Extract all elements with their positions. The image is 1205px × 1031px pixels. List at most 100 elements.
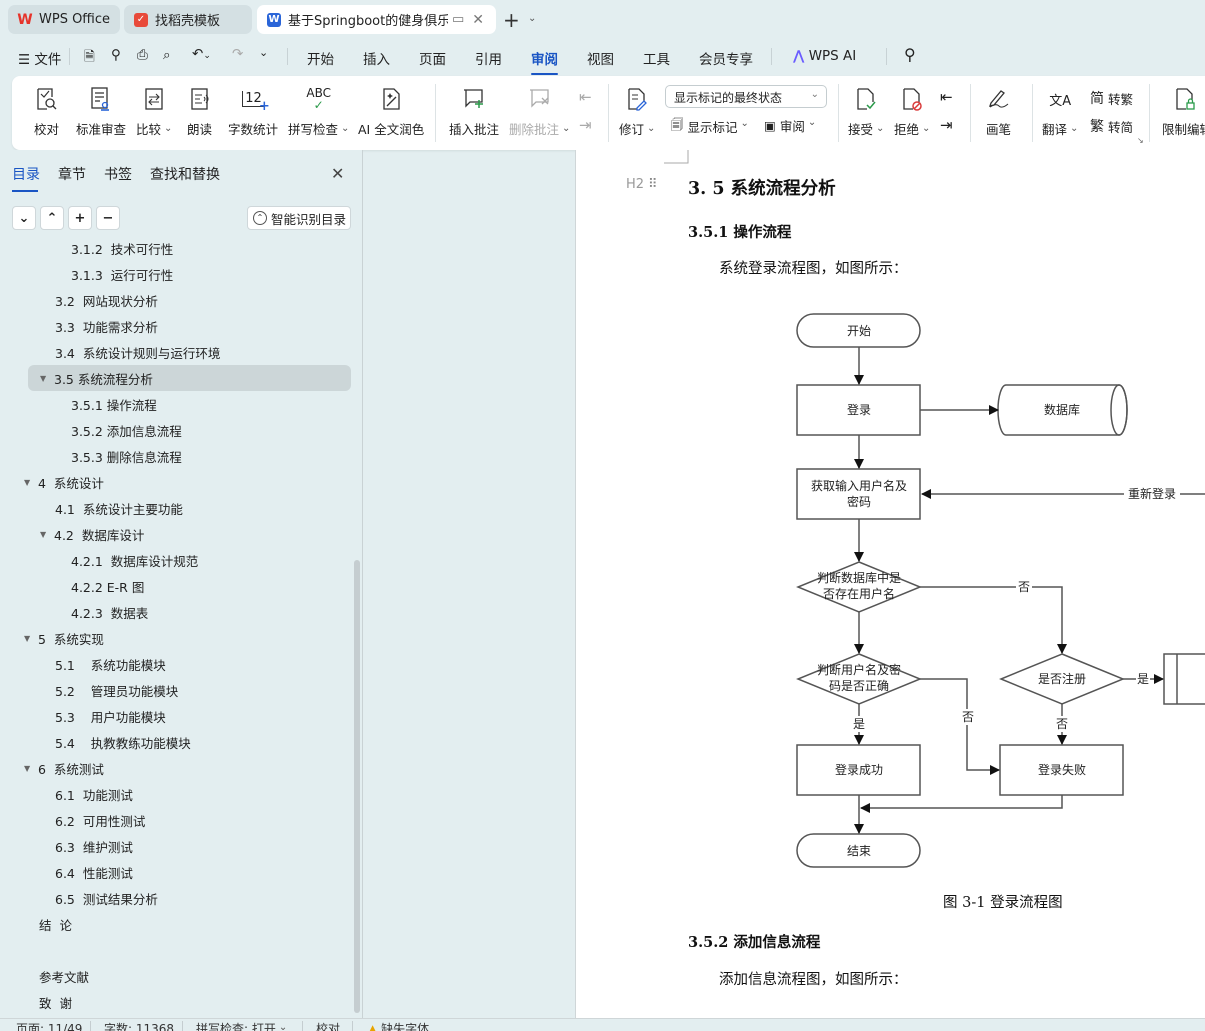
insert-comment-button[interactable]: 插入批注 (449, 84, 499, 138)
nav-tab-find-replace[interactable]: 查找和替换 (150, 167, 220, 183)
close-tab-icon[interactable]: ✕ (472, 11, 485, 28)
toc-scrollbar[interactable] (354, 560, 360, 1013)
toc-item[interactable]: 5.4 执教教练功能模块 (55, 729, 191, 755)
proofread-button[interactable]: 校对 (34, 84, 59, 138)
review-pane-button[interactable]: ▣审阅 (764, 116, 816, 135)
toc-item[interactable]: 结 论 (39, 911, 72, 937)
toc-item[interactable]: 3.5.2 添加信息流程 (71, 417, 182, 443)
compare-button[interactable]: 比较 (136, 84, 172, 138)
expand-down-button[interactable]: ⌄ (12, 206, 36, 230)
remove-level-button[interactable]: − (96, 206, 120, 230)
toc-item[interactable]: 6.5 测试结果分析 (55, 885, 158, 911)
expand-triangle-icon[interactable]: ▼ (40, 529, 47, 539)
menu-review[interactable]: 审阅 (531, 48, 558, 75)
toc-item[interactable]: 4.2.3 数据表 (71, 599, 148, 625)
format-painter-icon[interactable]: ⚲ (111, 47, 121, 63)
toc-item[interactable]: ▼3.5 系统流程分析 (28, 365, 351, 391)
new-tab-button[interactable]: + (503, 8, 520, 32)
dialog-launcher-icon[interactable]: ↘ (1137, 136, 1144, 145)
toc-item[interactable]: 6.1 功能测试 (55, 781, 133, 807)
toc-item[interactable]: 6.3 维护测试 (55, 833, 133, 859)
undo-icon[interactable]: ↶⌄ (192, 46, 211, 62)
toc-item[interactable]: ▼5 系统实现 (24, 625, 104, 651)
toc-item[interactable]: 参考文献 (39, 963, 89, 989)
missing-font-status[interactable]: ▲ 缺失字体 (368, 1020, 429, 1031)
previous-change-icon[interactable]: ⇤ (940, 88, 953, 106)
menu-file[interactable]: ☰ 文件 (18, 52, 62, 68)
next-comment-icon[interactable]: ⇥ (579, 116, 592, 134)
page-indicator[interactable]: 页面: 11/49 (16, 1022, 83, 1031)
pen-button[interactable]: 画笔 (986, 84, 1011, 138)
menu-insert[interactable]: 插入 (363, 52, 390, 68)
track-changes-button[interactable]: 修订 (619, 84, 655, 138)
menu-member[interactable]: 会员专享 (699, 52, 753, 68)
toc-item[interactable]: 4.1 系统设计主要功能 (55, 495, 183, 521)
expand-triangle-icon[interactable]: ▼ (40, 373, 47, 383)
toc-item[interactable]: 3.2 网站现状分析 (55, 287, 158, 313)
toc-item[interactable]: 3.1.3 运行可行性 (71, 261, 173, 287)
delete-comment-button[interactable]: 删除批注 (509, 84, 570, 138)
standard-review-button[interactable]: 标准审查 (76, 84, 126, 138)
menu-view[interactable]: 视图 (587, 52, 614, 68)
nav-tab-chapters[interactable]: 章节 (58, 167, 86, 183)
more-chevron-icon[interactable]: ⌄ (259, 46, 269, 59)
restrict-edit-button[interactable]: 限制编辑 (1162, 84, 1205, 138)
add-level-button[interactable]: + (68, 206, 92, 230)
toc-item[interactable]: 致 谢 (39, 989, 72, 1014)
toc-item[interactable]: 3.4 系统设计规则与运行环境 (55, 339, 220, 365)
toc-item[interactable]: ▼6 系统测试 (24, 755, 104, 781)
toc-item[interactable]: 3.3 功能需求分析 (55, 313, 158, 339)
drag-handle-icon[interactable]: ⠿ (648, 177, 657, 192)
toc-item[interactable]: 3.5.1 操作流程 (71, 391, 157, 417)
menu-tools[interactable]: 工具 (643, 52, 670, 68)
tab-wps-office[interactable]: W WPS Office (8, 5, 120, 34)
accept-button[interactable]: 接受 (848, 84, 884, 138)
read-aloud-button[interactable]: 朗读 (187, 84, 212, 138)
print-icon[interactable]: ⎙ (137, 47, 148, 63)
expand-triangle-icon[interactable]: ▼ (24, 477, 31, 487)
toc-item[interactable]: ▼4 系统设计 (24, 469, 104, 495)
translate-button[interactable]: 文A 翻译 (1042, 84, 1078, 138)
toc-item[interactable]: 5.2 管理员功能模块 (55, 677, 178, 703)
search-icon[interactable]: ⚲ (904, 45, 916, 64)
expand-triangle-icon[interactable]: ▼ (24, 633, 31, 643)
nav-tab-toc[interactable]: 目录 (12, 164, 40, 192)
toc-item[interactable]: 3.5.3 删除信息流程 (71, 443, 182, 469)
word-count-button[interactable]: 12+ 字数统计 (228, 84, 278, 138)
smart-toc-button[interactable]: ⌃ 智能识别目录 (247, 206, 351, 230)
next-change-icon[interactable]: ⇥ (940, 116, 953, 134)
markup-state-dropdown[interactable]: 显示标记的最终状态 ⌄ (665, 85, 827, 108)
tab-document[interactable]: W 基于Springboot的健身俱乐部 ▭ ✕ (257, 5, 496, 34)
expand-triangle-icon[interactable]: ▼ (24, 763, 31, 773)
menu-reference[interactable]: 引用 (475, 52, 502, 68)
to-simplified-button[interactable]: 繁转简 (1090, 116, 1133, 136)
toc-item[interactable]: 6.4 性能测试 (55, 859, 133, 885)
ai-polish-button[interactable]: AI 全文润色 (358, 84, 424, 138)
menu-home[interactable]: 开始 (307, 52, 334, 68)
word-count-indicator[interactable]: 字数: 11368 (104, 1022, 175, 1031)
screen-icon[interactable]: ▭ (452, 12, 465, 27)
toc-item[interactable]: 6.2 可用性测试 (55, 807, 145, 833)
toc-item[interactable]: 5.1 系统功能模块 (55, 651, 166, 677)
to-traditional-button[interactable]: 简转繁 (1090, 88, 1133, 108)
print-preview-icon[interactable]: ⌕ (163, 47, 171, 63)
reject-button[interactable]: 拒绝 (894, 84, 930, 138)
pane-divider[interactable] (362, 150, 363, 1018)
toc-item[interactable]: 5.3 用户功能模块 (55, 703, 166, 729)
close-pane-icon[interactable]: ✕ (331, 164, 345, 183)
toc-item[interactable]: 4.2.1 数据库设计规范 (71, 547, 198, 573)
tab-docer-templates[interactable]: ✓ 找稻壳模板 (124, 5, 252, 34)
toc-item[interactable]: 3.1.2 技术可行性 (71, 239, 173, 261)
show-markup-button[interactable]: 🗐显示标记 (671, 116, 749, 137)
spell-check-button[interactable]: ABC✓ 拼写检查 (288, 84, 349, 138)
menu-page[interactable]: 页面 (419, 52, 446, 68)
save-icon[interactable]: 🗎 (84, 49, 95, 65)
toc-item[interactable]: 4.2.2 E-R 图 (71, 573, 144, 599)
menu-wps-ai[interactable]: ⋀ WPS AI (793, 48, 856, 64)
redo-icon[interactable]: ↷ (232, 46, 244, 62)
document-page[interactable]: H2 ⠿ 3. 5 系统流程分析 3.5.1 操作流程 系统登录流程图，如图所示… (575, 150, 1205, 1018)
nav-tab-bookmarks[interactable]: 书签 (104, 167, 132, 183)
previous-comment-icon[interactable]: ⇤ (579, 88, 592, 106)
toc-item[interactable]: ▼4.2 数据库设计 (40, 521, 144, 547)
spell-check-status[interactable]: 拼写检查: 打开 (196, 1020, 287, 1031)
